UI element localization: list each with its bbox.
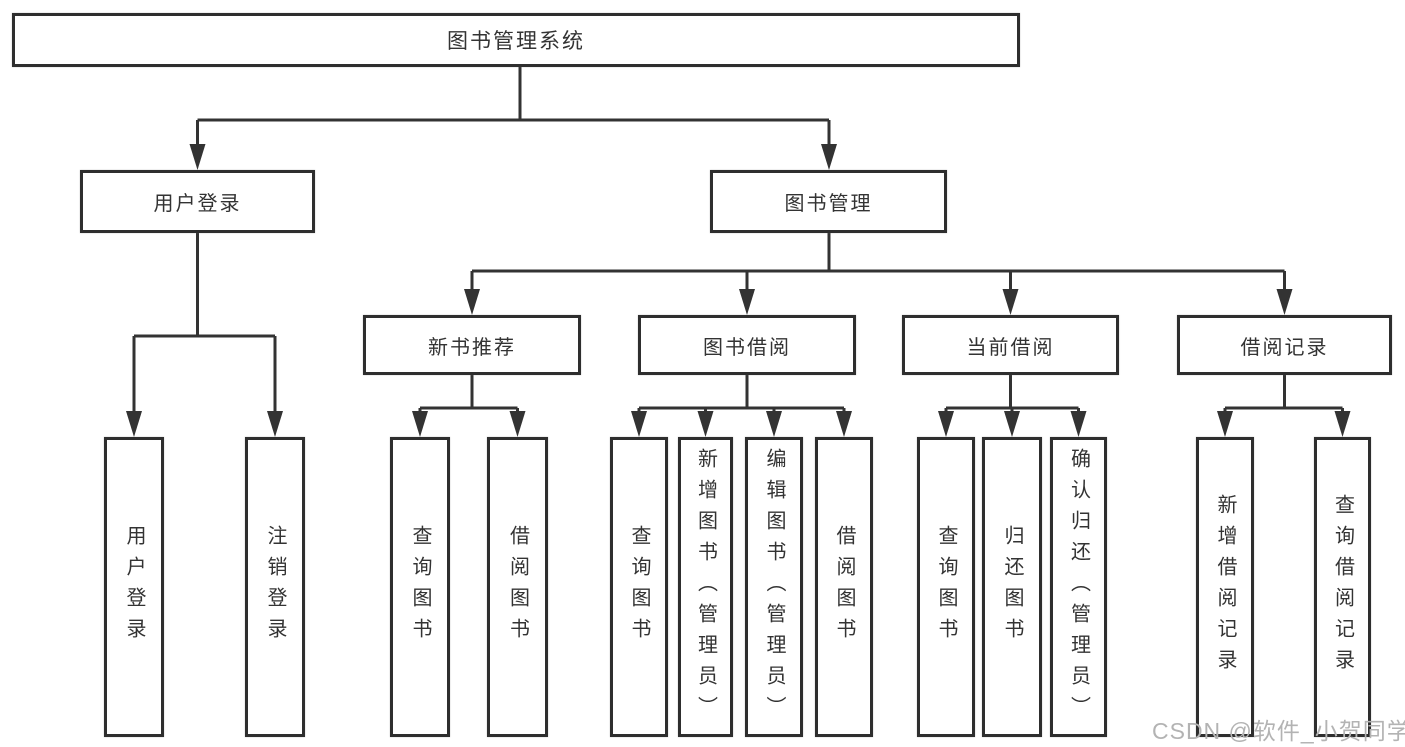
arrowhead bbox=[1004, 411, 1020, 437]
connector-management-to-level3 bbox=[470, 233, 1286, 293]
leaf-user-login: 用户登录 bbox=[104, 437, 164, 737]
leaf-borrow-books-1: 借阅图书 bbox=[487, 437, 548, 737]
arrowhead bbox=[1276, 289, 1293, 315]
node-label: 借阅图书 bbox=[506, 525, 529, 649]
node-label: 查询借阅记录 bbox=[1331, 494, 1354, 680]
connector-root-to-level2 bbox=[196, 66, 831, 148]
node-user-login: 用户登录 bbox=[80, 170, 315, 233]
node-current-borrowing: 当前借阅 bbox=[902, 315, 1119, 375]
leaf-logout: 注销登录 bbox=[245, 437, 305, 737]
node-label: 确认归还（管理员） bbox=[1067, 447, 1090, 727]
arrowhead bbox=[697, 411, 714, 437]
leaf-edit-books-admin: 编辑图书（管理员） bbox=[745, 437, 803, 737]
node-label: 查询图书 bbox=[628, 525, 650, 649]
arrowhead bbox=[766, 411, 782, 437]
node-label: 新增图书（管理员） bbox=[694, 447, 717, 727]
arrowhead bbox=[189, 144, 206, 170]
connector-login-group bbox=[132, 233, 277, 415]
node-label: 归还图书 bbox=[1001, 525, 1023, 649]
node-label: 当前借阅 bbox=[966, 336, 1055, 359]
arrowhead bbox=[126, 411, 142, 437]
connector-current-group bbox=[944, 375, 1080, 415]
node-library-management-system: 图书管理系统 bbox=[12, 13, 1020, 67]
node-label: 借阅记录 bbox=[1240, 336, 1329, 359]
connector-borrow-group bbox=[637, 375, 846, 415]
leaf-confirm-return-admin: 确认归还（管理员） bbox=[1050, 437, 1107, 737]
connector-records-group bbox=[1223, 375, 1344, 415]
arrowhead bbox=[836, 411, 852, 437]
arrowhead bbox=[412, 411, 428, 437]
node-new-book-recommend: 新书推荐 bbox=[363, 315, 581, 375]
node-book-management: 图书管理 bbox=[710, 170, 947, 233]
node-label: 图书管理系统 bbox=[447, 30, 585, 53]
arrowhead bbox=[821, 144, 837, 170]
node-label: 用户登录 bbox=[153, 193, 242, 215]
arrowhead bbox=[464, 289, 480, 315]
arrowhead bbox=[1002, 289, 1019, 315]
node-label: 编辑图书（管理员） bbox=[763, 447, 785, 727]
node-label: 查询图书 bbox=[409, 525, 431, 649]
node-book-borrowing: 图书借阅 bbox=[638, 315, 856, 375]
leaf-return-books: 归还图书 bbox=[982, 437, 1042, 737]
node-label: 查询图书 bbox=[935, 525, 957, 649]
arrowhead bbox=[267, 411, 283, 437]
leaf-query-borrow-record: 查询借阅记录 bbox=[1314, 437, 1371, 737]
node-label: 用户登录 bbox=[123, 525, 145, 649]
arrowhead bbox=[1070, 411, 1087, 437]
arrowhead bbox=[1217, 411, 1233, 437]
node-label: 图书借阅 bbox=[703, 336, 791, 359]
arrowhead bbox=[1334, 411, 1351, 437]
leaf-query-books-3: 查询图书 bbox=[917, 437, 975, 737]
csdn-watermark: CSDN @软件_小贺同学 bbox=[1152, 718, 1405, 744]
node-label: 借阅图书 bbox=[833, 525, 855, 649]
leaf-query-books-1: 查询图书 bbox=[390, 437, 450, 737]
arrowhead bbox=[509, 411, 526, 437]
node-label: 图书管理 bbox=[784, 193, 873, 215]
node-label: 新增借阅记录 bbox=[1214, 494, 1236, 680]
arrowhead bbox=[739, 289, 755, 315]
leaf-add-books-admin: 新增图书（管理员） bbox=[678, 437, 733, 737]
arrowhead bbox=[631, 411, 647, 437]
node-label: 注销登录 bbox=[264, 525, 286, 649]
node-label: 新书推荐 bbox=[428, 336, 516, 359]
leaf-borrow-books-2: 借阅图书 bbox=[815, 437, 873, 737]
node-borrowing-records: 借阅记录 bbox=[1177, 315, 1392, 375]
connector-newbook-group bbox=[418, 375, 519, 415]
leaf-add-borrow-record: 新增借阅记录 bbox=[1196, 437, 1254, 737]
arrowhead bbox=[938, 411, 954, 437]
leaf-query-books-2: 查询图书 bbox=[610, 437, 668, 737]
